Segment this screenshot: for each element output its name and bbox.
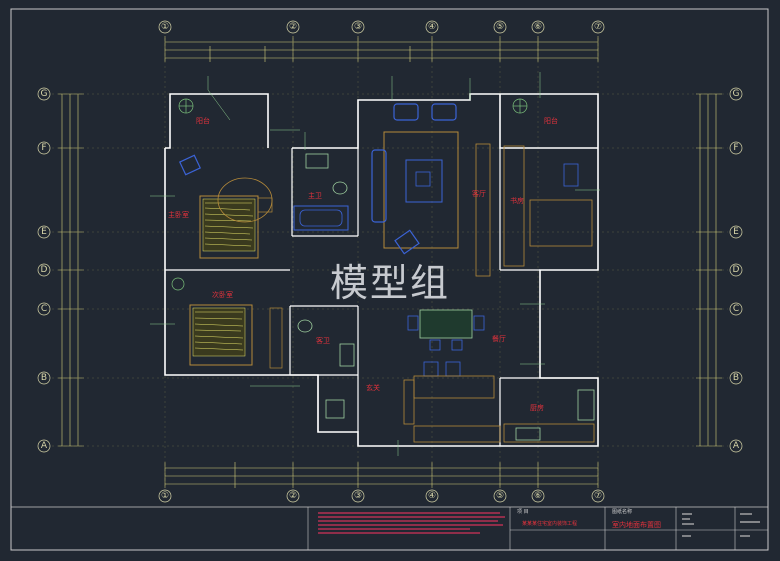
axis-bubbles-bottom xyxy=(158,489,605,503)
room-label-walk-in: 玄关 xyxy=(366,383,380,392)
room-label-dining-room: 餐厅 xyxy=(492,334,506,343)
axis-letter-b-right: B xyxy=(733,373,739,383)
axis-number-3-bottom: ③ xyxy=(354,491,362,501)
axis-bubbles-left xyxy=(37,87,51,453)
title-block-project-name: 某某某住宅室内装饰工程 xyxy=(522,521,578,527)
room-label-study: 书房 xyxy=(510,196,524,205)
axis-number-1-bottom: ① xyxy=(161,491,169,501)
axis-number-6: ⑥ xyxy=(534,22,542,32)
master-bath-fixtures xyxy=(293,153,349,231)
axis-letter-f: F xyxy=(41,143,46,153)
notes-block xyxy=(318,512,505,534)
room-label-balcony-right: 阳台 xyxy=(544,116,558,125)
axis-number-7-bottom: ⑦ xyxy=(594,491,602,501)
room-label-kitchen: 厨房 xyxy=(530,403,544,412)
sheet-border xyxy=(10,8,769,551)
room-label-second-bedroom: 次卧室 xyxy=(212,290,233,299)
axis-letter-g-right: G xyxy=(733,89,740,99)
axis-letter-c-right: C xyxy=(733,304,739,314)
room-label-living-room: 客厅 xyxy=(472,189,486,198)
second-bed xyxy=(189,304,283,369)
room-label-guest-bath: 客卫 xyxy=(316,336,330,345)
axis-letter-e-right: E xyxy=(733,227,739,237)
room-label-main-bath: 主卫 xyxy=(308,191,322,200)
axis-letter-a: A xyxy=(41,441,48,451)
axis-number-4: ④ xyxy=(428,22,436,32)
kitchen-fixtures xyxy=(503,389,595,443)
title-block-design-label: 图纸名称 xyxy=(612,509,633,515)
axis-number-4-bottom: ④ xyxy=(428,491,436,501)
watermark-text: 模型组 xyxy=(329,261,450,305)
axis-number-7: ⑦ xyxy=(594,22,602,32)
title-block-marks xyxy=(682,513,760,537)
axis-number-3: ③ xyxy=(354,22,362,32)
title-block-sheet-title: 室内地面布置图 xyxy=(612,521,661,529)
dining-furniture xyxy=(403,309,501,443)
axis-letter-c: C xyxy=(41,304,47,314)
axis-number-6-bottom: ⑥ xyxy=(534,491,542,501)
callout-leaders xyxy=(150,72,600,456)
guest-bath-fixtures xyxy=(297,319,355,419)
top-dimension-chains xyxy=(164,36,599,488)
room-label-master-bedroom: 主卧室 xyxy=(168,210,189,219)
axis-number-2: ② xyxy=(289,22,297,32)
study-furniture xyxy=(503,145,593,267)
room-label-balcony-left: 阳台 xyxy=(196,116,210,125)
axis-number-5: ⑤ xyxy=(496,22,504,32)
axis-letter-d: D xyxy=(41,265,48,275)
axis-number-1: ① xyxy=(161,22,169,32)
axis-letter-f-right: F xyxy=(733,143,738,153)
axis-number-5-bottom: ⑤ xyxy=(496,491,504,501)
axis-letter-d-right: D xyxy=(733,265,740,275)
axis-number-2-bottom: ② xyxy=(289,491,297,501)
axis-letter-a-right: A xyxy=(733,441,740,451)
plant-symbols xyxy=(171,98,528,291)
axis-letter-e: E xyxy=(41,227,47,237)
title-block-project-label: 项 目 xyxy=(517,509,529,515)
axis-letter-b: B xyxy=(41,373,47,383)
living-room-furniture xyxy=(371,103,491,277)
axis-bubbles-right xyxy=(729,87,743,453)
master-bed xyxy=(178,154,273,259)
axis-letter-g: G xyxy=(41,89,48,99)
axis-bubbles-top xyxy=(158,20,605,34)
